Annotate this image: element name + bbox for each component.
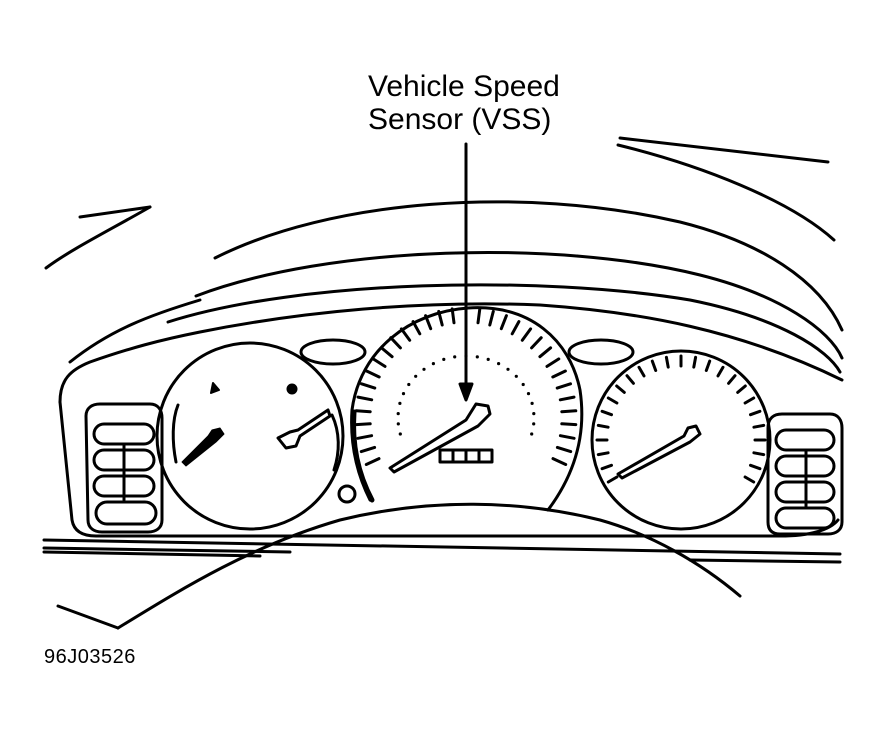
speedometer-dot xyxy=(398,432,402,436)
speedometer-dot xyxy=(398,401,402,405)
vss-callout-label: Vehicle Speed Sensor (VSS) xyxy=(368,70,560,136)
speedometer-tick xyxy=(399,327,412,342)
speedometer-dot xyxy=(532,412,536,416)
tachometer-tick xyxy=(704,359,712,372)
tachometer-ticks xyxy=(595,354,767,484)
speedometer-dot xyxy=(486,357,490,361)
speedometer-tick xyxy=(476,307,482,325)
tachometer-tick xyxy=(743,475,756,484)
callout-arrow xyxy=(458,142,474,402)
tachometer-tick xyxy=(596,451,610,457)
speedometer-tick xyxy=(560,409,578,414)
speedometer-dot xyxy=(530,432,534,436)
speedometer-dot xyxy=(396,422,400,426)
speedometer-tick xyxy=(538,346,553,359)
tachometer-tick xyxy=(716,365,725,378)
speedometer-tick xyxy=(558,395,576,402)
tachometer-tick xyxy=(625,374,635,385)
speedometer-dot xyxy=(422,367,426,371)
speedometer-tick xyxy=(360,382,377,390)
right-indicator-lens xyxy=(567,338,635,366)
callout-line-2: Sensor (VSS) xyxy=(368,103,552,136)
speedometer-tick xyxy=(379,346,394,359)
steering-wheel-rim xyxy=(42,502,842,630)
speedometer-tick xyxy=(364,457,381,466)
speedometer-tick xyxy=(356,395,374,402)
speedometer-dot xyxy=(431,362,435,366)
callout-line-1: Vehicle Speed xyxy=(368,70,560,103)
speedometer xyxy=(350,306,584,512)
speedometer-dot xyxy=(506,367,510,371)
speedometer-dot xyxy=(414,374,418,378)
tachometer-tick xyxy=(596,423,610,429)
speedometer-tick xyxy=(411,320,422,336)
speedometer-inner-dots xyxy=(396,354,536,436)
tachometer-needle xyxy=(616,424,702,480)
speedometer-tick xyxy=(545,357,561,368)
tachometer-tick xyxy=(749,463,762,471)
speedometer-dot xyxy=(514,374,518,378)
speedometer-ticks xyxy=(354,306,578,466)
speedometer-needle xyxy=(388,402,492,474)
speedometer-dot xyxy=(407,382,411,387)
speedometer-tick xyxy=(530,336,543,350)
tachometer-tick xyxy=(749,409,762,417)
speedometer-dot xyxy=(442,357,446,361)
speedometer-tick xyxy=(488,309,495,327)
speedometer-tick xyxy=(389,336,402,350)
speedometer-tick xyxy=(555,445,573,454)
speedometer-dot xyxy=(497,362,501,366)
speedometer-dot xyxy=(396,412,400,416)
tachometer-tick xyxy=(637,365,646,378)
tachometer-tick xyxy=(615,384,626,394)
tachometer-tick xyxy=(692,355,698,369)
tachometer-tick xyxy=(600,463,613,471)
tachometer-tick xyxy=(650,359,658,372)
trip-reset-knob xyxy=(337,484,357,504)
tachometer-tick xyxy=(752,451,766,457)
tachometer-tick xyxy=(727,374,737,385)
tachometer-tick xyxy=(743,396,756,405)
speedometer-tick xyxy=(558,434,576,440)
tachometer-tick xyxy=(606,396,619,405)
odometer-display xyxy=(438,448,494,464)
speedometer-dot xyxy=(526,392,531,396)
speedometer-tick xyxy=(354,409,372,414)
tachometer-tick xyxy=(752,423,766,429)
speedometer-tick xyxy=(555,382,572,390)
speedometer-dot xyxy=(401,392,406,396)
speedometer-tick xyxy=(520,327,533,342)
speedometer-tick xyxy=(560,422,578,427)
speedometer-tick xyxy=(551,369,567,379)
speedometer-dot xyxy=(532,422,536,426)
speedometer-tick xyxy=(424,314,433,331)
figure-id: 96J03526 xyxy=(44,646,136,668)
speedometer-tick xyxy=(510,320,521,336)
tachometer-tick xyxy=(664,355,670,369)
tachometer-tick xyxy=(736,384,747,394)
left-gauge xyxy=(155,341,345,531)
left-air-vent xyxy=(84,402,164,534)
speedometer-tick xyxy=(354,422,372,427)
speedometer-dot xyxy=(475,355,479,359)
speedometer-tick xyxy=(450,307,456,325)
speedometer-tick xyxy=(551,457,568,466)
speedometer-tick xyxy=(365,369,381,379)
speedometer-dot xyxy=(453,355,457,359)
speedometer-dot xyxy=(521,382,525,387)
speedometer-tick xyxy=(437,309,444,327)
speedometer-tick xyxy=(356,434,374,440)
speedometer-tick xyxy=(371,357,387,368)
right-air-vent xyxy=(766,412,844,536)
left-indicator-lens xyxy=(299,338,367,366)
tachometer xyxy=(590,349,772,531)
speedometer-dot xyxy=(530,401,534,405)
speedometer-tick xyxy=(359,445,377,454)
speedometer-tick xyxy=(499,314,508,331)
tachometer-tick xyxy=(600,409,613,417)
tachometer-tick xyxy=(606,475,619,484)
